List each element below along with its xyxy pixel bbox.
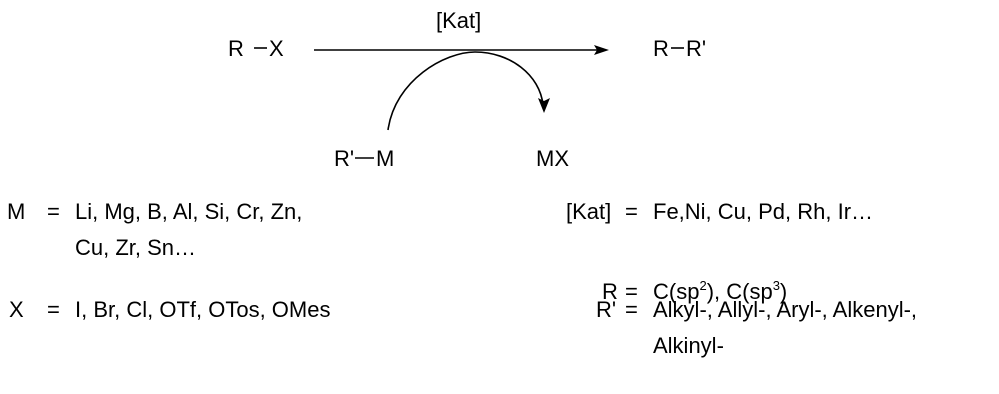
def-x-values: I, Br, Cl, OTf, OTos, OMes	[75, 297, 331, 322]
reagent-m: M	[376, 146, 395, 171]
def-m-values-1: Li, Mg, B, Al, Si, Cr, Zn,	[75, 199, 303, 224]
product-r-prime: R'	[686, 36, 707, 61]
def-r-equals: =	[625, 279, 638, 304]
product-r: R	[653, 36, 669, 61]
byproduct-mx: MX	[536, 146, 569, 171]
def-x-equals: =	[47, 297, 60, 322]
reagent-r-prime: R'	[334, 146, 355, 171]
reactant-x: X	[269, 36, 284, 61]
def-m-label: M	[7, 199, 26, 224]
def-r-values: C(sp2), C(sp3)	[653, 279, 787, 305]
def-r-part-c: )	[779, 279, 788, 304]
def-r2-values-2: Alkinyl-	[653, 333, 724, 358]
curved-arrow	[387, 51, 544, 131]
def-r-part-b: ), C(sp	[706, 279, 773, 304]
def-r2-values-1: Alkyl-, Allyl-, Aryl-, Alkenyl-,	[653, 297, 918, 322]
def-r-label: R	[602, 279, 618, 304]
catalyst-label: [Kat]	[436, 8, 482, 33]
def-r2-label: R'	[596, 297, 617, 322]
curved-arrow-head	[538, 98, 550, 113]
reactant-r: R	[228, 36, 244, 61]
def-m-equals: =	[47, 199, 60, 224]
def-r-exp-1: 2	[699, 278, 707, 293]
def-kat-label: [Kat]	[566, 199, 612, 224]
def-kat-equals: =	[625, 199, 638, 224]
def-m-values-2: Cu, Zr, Sn…	[75, 235, 197, 260]
def-x-label: X	[9, 297, 24, 322]
def-r2-equals: =	[625, 297, 638, 322]
reaction-arrow-head	[594, 45, 609, 55]
def-r-part-a: C(sp	[653, 279, 700, 304]
def-r-exp-2: 3	[772, 278, 780, 293]
def-kat-values: Fe,Ni, Cu, Pd, Rh, Ir…	[653, 199, 874, 224]
